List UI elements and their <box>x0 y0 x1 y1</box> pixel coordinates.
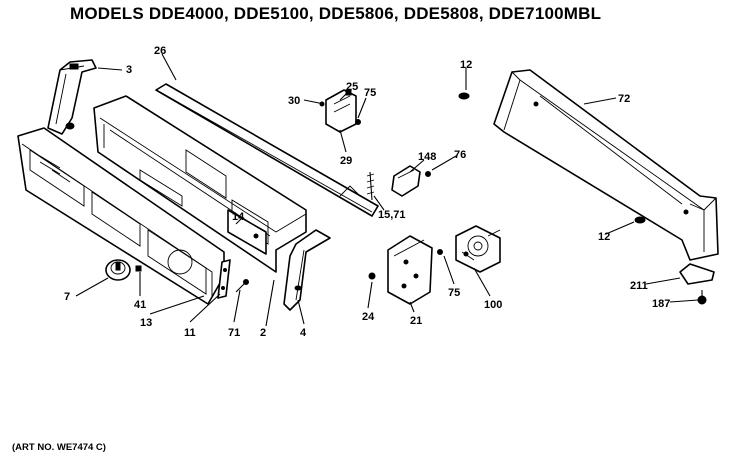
callout-4: 4 <box>300 327 307 339</box>
callout-25: 25 <box>346 81 358 93</box>
callout-76: 76 <box>454 149 466 161</box>
callout-71: 71 <box>228 327 240 339</box>
leader-lines <box>75 53 699 327</box>
callout-211: 211 <box>630 280 648 292</box>
part-12-plug-top <box>458 92 470 100</box>
part-100-timer <box>455 225 501 273</box>
part-14-inner-panel <box>227 209 267 255</box>
callout-12-bottom: 12 <box>598 231 610 243</box>
callout-2: 2 <box>260 327 266 339</box>
callout-14: 14 <box>232 211 245 223</box>
callout-26: 26 <box>154 45 166 57</box>
part-15-screw <box>366 171 375 201</box>
part-24-screw <box>368 272 376 280</box>
callout-148: 148 <box>418 151 436 163</box>
part-12-plug-bottom <box>634 216 646 224</box>
callout-11: 11 <box>184 327 196 339</box>
callout-24: 24 <box>362 311 375 323</box>
callout-100: 100 <box>484 299 502 311</box>
callout-72: 72 <box>618 93 630 105</box>
callout-7: 7 <box>64 291 70 303</box>
callout-187: 187 <box>652 298 670 310</box>
part-26-trim-strip <box>155 83 379 217</box>
art-number: (ART NO. WE7474 C) <box>12 442 106 453</box>
part-29-switch-bracket <box>319 89 361 133</box>
callout-labels: 26 3 25 30 75 29 12 72 148 76 14 15,71 1… <box>64 45 670 339</box>
callout-21: 21 <box>410 315 422 327</box>
callout-15-71: 15,71 <box>378 209 406 221</box>
callout-29: 29 <box>340 155 352 167</box>
diagram-title: MODELS DDE4000, DDE5100, DDE5806, DDE580… <box>70 4 602 23</box>
callout-41: 41 <box>134 299 146 311</box>
callout-30: 30 <box>288 95 300 107</box>
callout-13: 13 <box>140 317 152 329</box>
part-72-rear-housing <box>493 69 719 261</box>
part-3-left-bracket <box>47 59 97 135</box>
part-11-strip <box>217 259 231 299</box>
part-148-switch <box>391 165 431 197</box>
part-4-right-bracket <box>283 229 331 311</box>
part-21-terminal-plate <box>387 235 443 305</box>
callout-75-bottom: 75 <box>448 287 460 299</box>
part-211-foot-bracket <box>679 263 715 285</box>
callout-3: 3 <box>126 64 132 76</box>
callout-12-top: 12 <box>460 59 472 71</box>
part-71-screw <box>235 279 249 293</box>
part-187-screw <box>697 290 707 305</box>
part-7-knob <box>105 259 131 281</box>
part-41-clip <box>135 265 142 272</box>
callout-75-top: 75 <box>364 87 376 99</box>
